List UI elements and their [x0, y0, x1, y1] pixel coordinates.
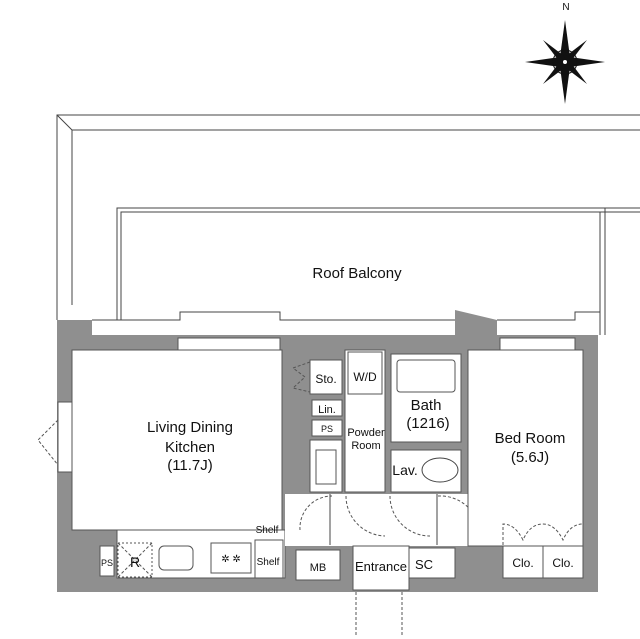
closet-1-label: Clo.: [512, 556, 533, 570]
bathtub: [396, 359, 456, 393]
stove: [210, 542, 252, 574]
ldk-size: (11.7J): [167, 457, 213, 474]
shelf-lower-label: Shelf: [257, 557, 280, 568]
bedroom-window[interactable]: [499, 337, 576, 351]
meter-box: [295, 549, 341, 581]
bath-label: Bath: [411, 397, 442, 414]
entrance-label: Entrance: [355, 559, 407, 574]
bed-room-size: (5.6J): [511, 449, 549, 466]
basin: [315, 449, 337, 485]
compass-rose-icon: [525, 20, 605, 104]
bath-size: (1216): [406, 415, 449, 432]
living-dining-kitchen: [71, 349, 283, 531]
burner-icon: ✲ ✲: [221, 554, 241, 565]
closet-1[interactable]: [502, 545, 544, 579]
storage: [309, 359, 343, 395]
refrigerator-label: R: [130, 554, 140, 570]
shelf-upper-label: Shelf: [256, 525, 279, 536]
hallway: [285, 494, 468, 546]
closet-2[interactable]: [542, 545, 584, 579]
washer-dryer-label: W/D: [353, 370, 377, 384]
shelf-unit: [254, 539, 284, 579]
shoe-cabinet[interactable]: [408, 547, 456, 579]
toilet-icon: [421, 457, 459, 483]
ps-lower-label: PS: [101, 558, 113, 568]
washer-dryer: [347, 351, 383, 395]
sink: [158, 545, 194, 571]
meter-box-label: MB: [310, 562, 327, 574]
powder-room-label-line1: Powder: [347, 427, 385, 439]
ldk-window[interactable]: [177, 337, 281, 351]
storage-label: Sto.: [315, 372, 336, 386]
pipe-shaft-upper: [311, 419, 343, 437]
bed-room: [467, 349, 584, 547]
roof-balcony-label: Roof Balcony: [312, 265, 402, 282]
powder-room-label-line2: Room: [351, 440, 380, 452]
lavatory: [390, 449, 462, 493]
shoe-cabinet-label: SC: [415, 557, 433, 572]
ldk-side-window[interactable]: [57, 401, 73, 473]
compass-north-label: N: [562, 2, 569, 13]
refrigerator-space: [117, 542, 153, 578]
linen-label: Lin.: [318, 404, 336, 416]
bed-room-label: Bed Room: [495, 430, 566, 447]
ldk-label-line1: Living Dining: [147, 419, 233, 436]
ps-upper-label: PS: [321, 424, 333, 434]
roof-balcony-outline: [56, 114, 640, 335]
lavatory-label: Lav.: [392, 462, 417, 478]
ldk-label-line2: Kitchen: [165, 439, 215, 456]
pipe-shaft-lower: [99, 545, 115, 577]
linen: [311, 399, 343, 417]
closet-2-label: Clo.: [552, 556, 573, 570]
